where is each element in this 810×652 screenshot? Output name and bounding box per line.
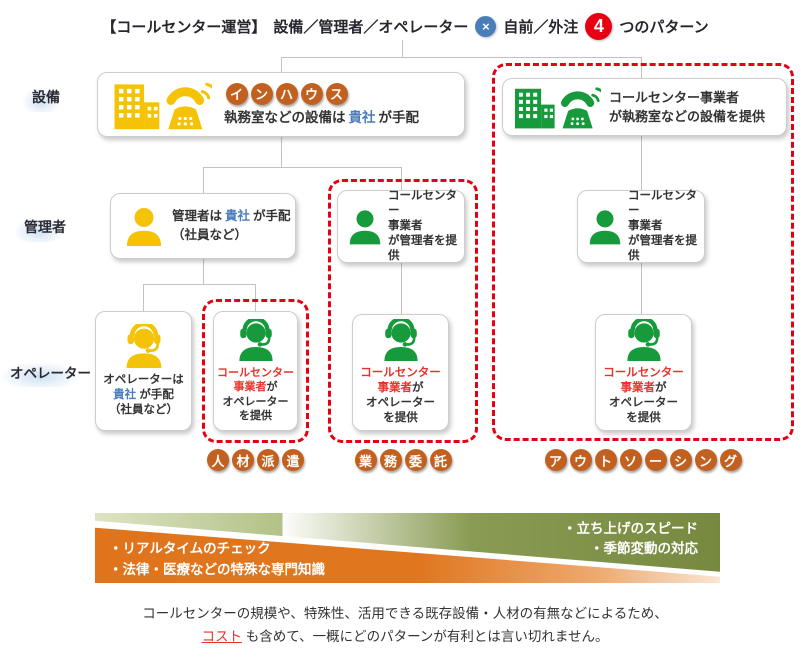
manager-inhouse-note: （社員など） <box>172 228 248 242</box>
vendor-name-l2: 事業者 <box>628 220 663 232</box>
connector-line <box>203 167 204 194</box>
manager-vendor-text: が管理者を提供 <box>628 235 697 262</box>
count-badge: 4 <box>585 13 613 40</box>
company-highlight: 貴社 <box>225 209 251 223</box>
footer-line2: コスト も含めて、一概にどのパターンが有利とは言い切れません。 <box>201 629 609 644</box>
badge-char: 務 <box>379 449 402 471</box>
connector-line <box>255 284 256 311</box>
title-suffix: つのパターン <box>619 19 709 36</box>
badge-char: ン <box>694 449 717 471</box>
badge-char: ン <box>250 82 273 105</box>
page-title: 【コールセンター運営】 設備／管理者／オペレーター × 自前／外注 4 つのパタ… <box>0 13 810 40</box>
operator-vendor-text: コールセンター 事業者が オペレーター を提供 <box>360 367 441 424</box>
title-choice: 自前／外注 <box>503 19 579 36</box>
operator-headset-icon <box>238 318 273 361</box>
badge-char: 派 <box>257 449 279 471</box>
multiply-icon: × <box>475 16 497 37</box>
badge-char: ウ <box>300 82 323 105</box>
row-label-manager: 管理者 <box>14 212 76 242</box>
building-phone-icon <box>514 87 601 129</box>
badge-char: イ <box>225 82 248 105</box>
company-highlight: 貴社 <box>113 389 137 401</box>
connector-line <box>203 259 204 284</box>
operator-headset-icon <box>626 319 661 361</box>
connector-line <box>281 57 641 58</box>
bullet-item: ・立ち上げのスピード <box>563 521 698 536</box>
connector-line <box>402 40 403 57</box>
badge-char: 人 <box>207 449 229 471</box>
badge-char: 遣 <box>282 449 304 471</box>
connector-line <box>641 57 642 80</box>
vendor-name-l1: コールセンター <box>628 190 697 217</box>
pattern-badge-contracting: 業務委託 <box>328 449 478 471</box>
equipment-vendor-text: が執務室などの設備を提供 <box>609 109 766 124</box>
badge-char: 託 <box>429 449 452 471</box>
person-icon <box>589 210 621 245</box>
outsourcing-strengths-list: ・立ち上げのスピード・季節変動の対応 <box>563 519 698 559</box>
badge-char: ソ <box>619 449 642 471</box>
connector-line <box>401 263 402 315</box>
badge-char: 委 <box>404 449 427 471</box>
card-operator-vendor: コールセンター 事業者が オペレーター を提供 <box>352 314 449 431</box>
badge-char: ハ <box>275 82 298 105</box>
connector-line <box>281 137 282 167</box>
footer-note: コールセンターの規模や、特殊性、活用できる既存設備・人材の有無などによるため、 … <box>0 602 810 648</box>
inhouse-strengths-list: ・リアルタイムのチェック・法律・医療などの特殊な専門知識 <box>109 538 325 580</box>
card-manager-vendor: コールセンター 事業者 が管理者を提供 <box>577 190 705 263</box>
connector-line <box>641 263 642 315</box>
connector-line <box>143 284 255 285</box>
vendor-name-l2: 事業者 <box>388 220 423 232</box>
operator-vendor-text: コールセンター 事業者が オペレーター を提供 <box>603 367 684 424</box>
pattern-group-outsourcing <box>492 63 794 441</box>
badge-char: ー <box>644 449 667 471</box>
building-phone-icon <box>114 82 212 129</box>
card-operator-inhouse: オペレーターは 貴社 が手配 （社員など） <box>95 311 192 431</box>
operator-vendor-text: コールセンター 事業者が オペレーター を提供 <box>217 366 294 423</box>
company-highlight: 貴社 <box>348 109 376 125</box>
manager-inhouse-text: 管理者は貴社が手配 <box>172 209 291 223</box>
card-equipment-inhouse: インハウス 執務室などの設備は貴社が手配 <box>97 72 465 137</box>
inhouse-badge: インハウス <box>224 82 419 105</box>
badge-char: ス <box>325 82 348 105</box>
card-operator-vendor: コールセンター 事業者が オペレーター を提供 <box>213 311 298 431</box>
vendor-name: コールセンター事業者 <box>609 90 740 105</box>
operator-inhouse-text: オペレーターは 貴社 が手配 （社員など） <box>103 374 184 416</box>
badge-char: ア <box>544 449 567 471</box>
equipment-inhouse-text: 執務室などの設備は貴社が手配 <box>224 109 419 125</box>
badge-char: グ <box>719 449 742 471</box>
title-bracket: 【コールセンター運営】 <box>101 19 267 36</box>
card-equipment-vendor: コールセンター事業者 が執務室などの設備を提供 <box>502 78 787 136</box>
pattern-group-contracting <box>328 179 478 443</box>
bullet-item: ・リアルタイムのチェック <box>109 541 271 556</box>
card-operator-vendor: コールセンター 事業者が オペレーター を提供 <box>595 314 692 431</box>
pattern-badge-outsourcing: アウトソーシング <box>492 449 794 471</box>
row-label-equipment: 設備 <box>22 82 70 112</box>
footer-line1: コールセンターの規模や、特殊性、活用できる既存設備・人材の有無などによるため、 <box>142 606 668 621</box>
pattern-badge-staffing: 人材派遣 <box>202 449 309 471</box>
badge-char: ト <box>594 449 617 471</box>
person-icon <box>126 207 162 246</box>
card-manager-inhouse: 管理者は貴社が手配 （社員など） <box>110 193 296 259</box>
bullet-item: ・季節変動の対応 <box>590 541 698 556</box>
operator-headset-icon <box>383 319 418 361</box>
badge-char: 材 <box>232 449 254 471</box>
connector-line <box>281 57 282 73</box>
tradeoff-gradient-bar: ・リアルタイムのチェック・法律・医療などの特殊な専門知識 ・立ち上げのスピード・… <box>95 513 720 583</box>
card-manager-vendor: コールセンター 事業者 が管理者を提供 <box>337 190 465 263</box>
bullet-item: ・法律・医療などの特殊な専門知識 <box>109 562 325 577</box>
title-factors: 設備／管理者／オペレーター <box>273 19 469 36</box>
row-label-operator: オペレーター <box>0 357 101 387</box>
operator-headset-icon <box>126 324 161 368</box>
pattern-group-staffing <box>202 299 309 443</box>
vendor-name-l1: コールセンター <box>388 190 457 217</box>
connector-line <box>143 284 144 311</box>
badge-char: 業 <box>354 449 377 471</box>
person-icon <box>349 210 381 245</box>
cost-highlight: コスト <box>201 629 242 644</box>
manager-vendor-text: が管理者を提供 <box>388 235 457 262</box>
connector-line <box>641 136 642 192</box>
connector-line <box>203 167 401 168</box>
badge-char: シ <box>669 449 692 471</box>
badge-char: ウ <box>569 449 592 471</box>
